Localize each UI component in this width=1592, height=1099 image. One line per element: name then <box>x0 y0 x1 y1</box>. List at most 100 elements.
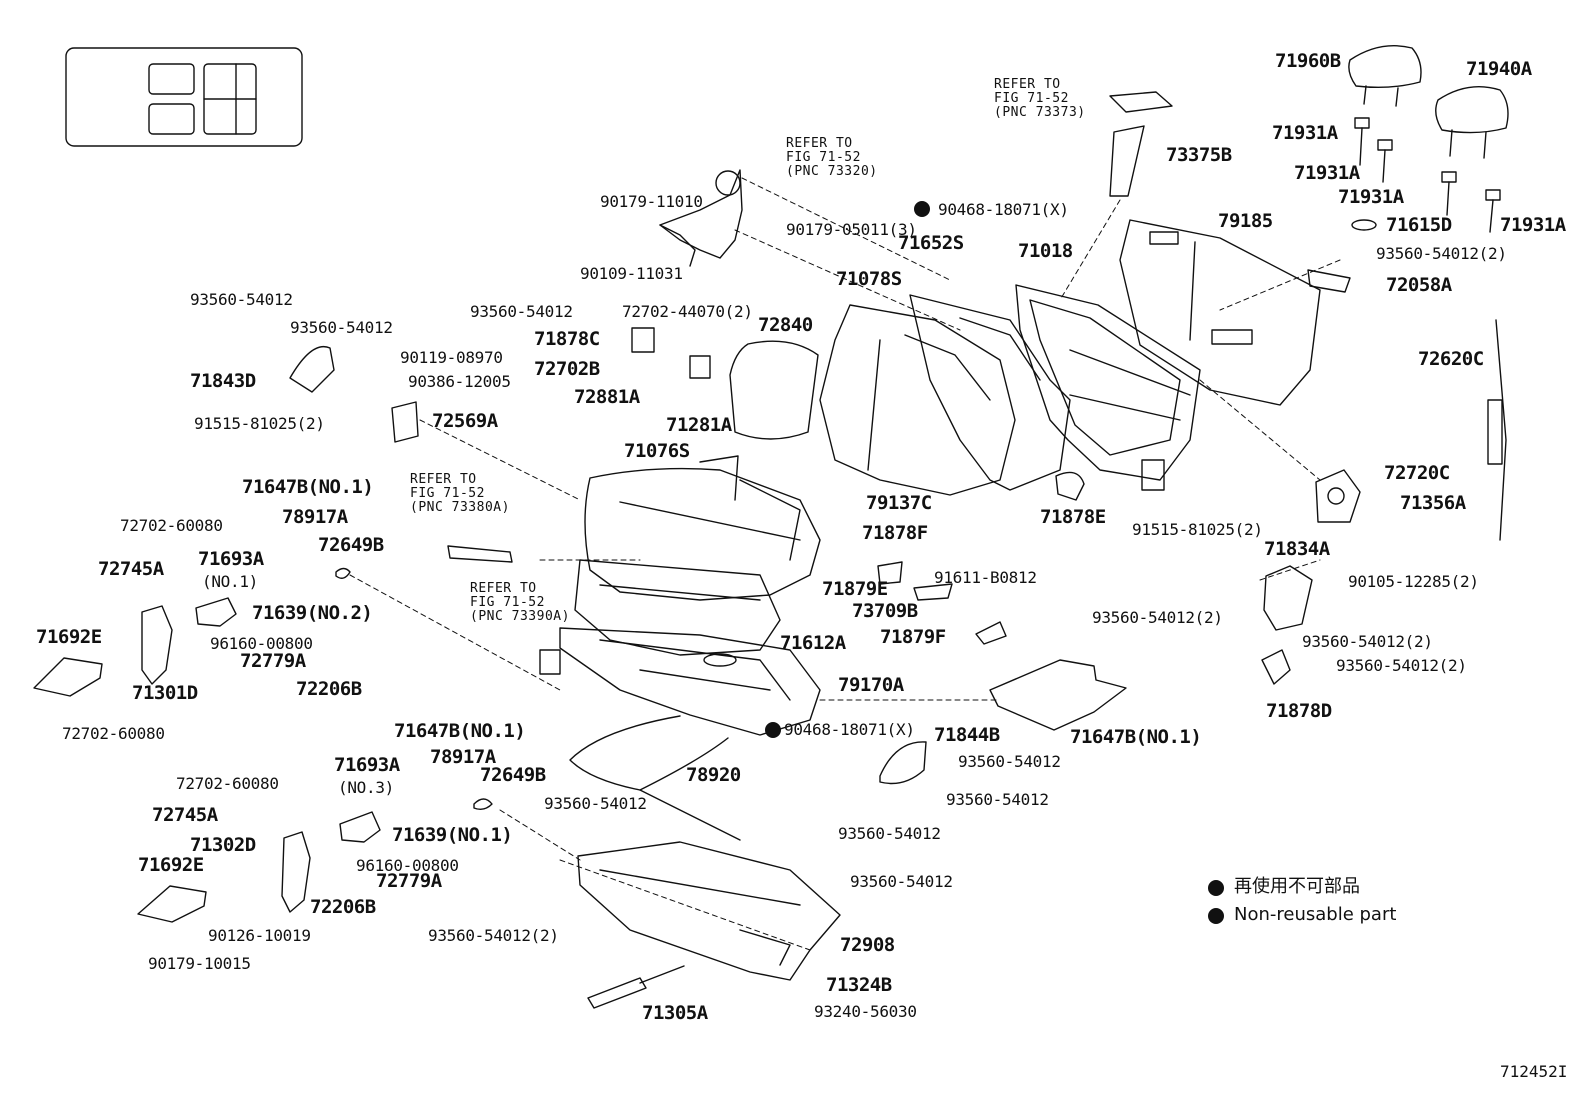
part-label[interactable]: 71076S <box>624 440 690 462</box>
part-label[interactable]: 72745A <box>152 804 218 826</box>
part-label[interactable]: 71356A <box>1400 492 1466 514</box>
part-label[interactable]: 71879F <box>880 626 946 648</box>
part-label[interactable]: 72702-60080 <box>120 516 223 535</box>
part-label[interactable]: 93560-54012 <box>190 290 293 309</box>
part-label[interactable]: 72702-44070(2) <box>622 302 753 321</box>
part-label[interactable]: 72702B <box>534 358 600 380</box>
part-label[interactable]: 72649B <box>480 764 546 786</box>
part-label[interactable]: 73709B <box>852 600 918 622</box>
part-label[interactable]: 91611-B0812 <box>934 568 1037 587</box>
part-label[interactable]: 71834A <box>1264 538 1330 560</box>
part-label[interactable]: (NO.1) <box>202 572 258 591</box>
part-label[interactable]: 93560-54012(2) <box>1092 608 1223 627</box>
part-label[interactable]: 91515-81025(2) <box>194 414 325 433</box>
part-label[interactable]: 71305A <box>642 1002 708 1024</box>
part-label[interactable]: 71647B(NO.1) <box>394 720 526 742</box>
part-label[interactable]: 72569A <box>432 410 498 432</box>
part-label[interactable]: 90126-10019 <box>208 926 311 945</box>
part-label[interactable]: 71940A <box>1466 58 1532 80</box>
part-label[interactable]: 93560-54012 <box>850 872 953 891</box>
part-label[interactable]: 72620C <box>1418 348 1484 370</box>
part-label[interactable]: 90468-18071(X) <box>938 200 1069 219</box>
part-label[interactable]: 93560-54012 <box>946 790 1049 809</box>
part-label[interactable]: 72720C <box>1384 462 1450 484</box>
part-label[interactable]: 71931A <box>1500 214 1566 236</box>
part-label[interactable]: 78917A <box>430 746 496 768</box>
part-label[interactable]: 73375B <box>1166 144 1232 166</box>
part-label[interactable]: 72702-60080 <box>176 774 279 793</box>
part-label[interactable]: (NO.3) <box>338 778 394 797</box>
part-label[interactable]: 90105-12285(2) <box>1348 572 1479 591</box>
part-label[interactable]: 71693A <box>334 754 400 776</box>
part-label[interactable]: 71647B(NO.1) <box>1070 726 1202 748</box>
part-label[interactable]: 93560-54012(2) <box>1336 656 1467 675</box>
part-label[interactable]: 71878E <box>1040 506 1106 528</box>
part-label[interactable]: 93560-54012(2) <box>1302 632 1433 651</box>
part-label[interactable]: 90179-05011(3) <box>786 220 917 239</box>
part-label[interactable]: 79170A <box>838 674 904 696</box>
part-label[interactable]: 79185 <box>1218 210 1273 232</box>
part-label[interactable]: 93560-54012 <box>838 824 941 843</box>
part-label[interactable]: 71844B <box>934 724 1000 746</box>
part-label[interactable]: 93560-54012 <box>470 302 573 321</box>
part-label[interactable]: 72881A <box>574 386 640 408</box>
part-label[interactable]: 71302D <box>190 834 256 856</box>
hinge-71302D <box>281 831 311 913</box>
part-label[interactable]: 72779A <box>376 870 442 892</box>
refer-block-belt: REFER TO FIG 71-52 (PNC 73320) <box>786 137 878 179</box>
part-label[interactable]: 72206B <box>310 896 376 918</box>
part-label[interactable]: 71647B(NO.1) <box>242 476 374 498</box>
part-label[interactable]: 96160-00800 <box>356 856 459 875</box>
part-label[interactable]: 72206B <box>296 678 362 700</box>
part-label[interactable]: 78920 <box>686 764 741 786</box>
part-label[interactable]: 71324B <box>826 974 892 996</box>
part-label[interactable]: 72649B <box>318 534 384 556</box>
part-label[interactable]: 71843D <box>190 370 256 392</box>
part-label[interactable]: 93560-54012 <box>958 752 1061 771</box>
part-label[interactable]: 71692E <box>36 626 102 648</box>
part-label[interactable]: 71931A <box>1272 122 1338 144</box>
part-label[interactable]: 71652S <box>898 232 964 254</box>
part-label[interactable]: 71639(NO.2) <box>252 602 373 624</box>
part-label[interactable]: 71931A <box>1338 186 1404 208</box>
part-label[interactable]: 71612A <box>780 632 846 654</box>
part-label[interactable]: 71931A <box>1294 162 1360 184</box>
pad-72840 <box>729 340 819 440</box>
part-label[interactable]: 90109-11031 <box>580 264 683 283</box>
part-label[interactable]: 96160-00800 <box>210 634 313 653</box>
part-label[interactable]: 72702-60080 <box>62 724 165 743</box>
part-label[interactable]: 71639(NO.1) <box>392 824 513 846</box>
part-label[interactable]: 90179-10015 <box>148 954 251 973</box>
part-label[interactable]: 72840 <box>758 314 813 336</box>
part-label[interactable]: 72779A <box>240 650 306 672</box>
part-label[interactable]: 93560-54012(2) <box>428 926 559 945</box>
part-label[interactable]: 71018 <box>1018 240 1073 262</box>
part-label[interactable]: 71078S <box>836 268 902 290</box>
part-label[interactable]: 90179-11010 <box>600 192 703 211</box>
part-label[interactable]: 91515-81025(2) <box>1132 520 1263 539</box>
part-label[interactable]: 93560-54012 <box>290 318 393 337</box>
part-label[interactable]: 71878F <box>862 522 928 544</box>
part-label[interactable]: 71879E <box>822 578 888 600</box>
part-label[interactable]: 90119-08970 <box>400 348 503 367</box>
part-label[interactable]: 93560-54012 <box>544 794 647 813</box>
part-label[interactable]: 71960B <box>1275 50 1341 72</box>
part-label[interactable]: 72908 <box>840 934 895 956</box>
part-label[interactable]: 78917A <box>282 506 348 528</box>
part-label[interactable]: 71615D <box>1386 214 1452 236</box>
part-label[interactable]: 93560-54012(2) <box>1376 244 1507 263</box>
part-label[interactable]: 71692E <box>138 854 204 876</box>
part-label[interactable]: 71878D <box>1266 700 1332 722</box>
part-label[interactable]: 71878C <box>534 328 600 350</box>
part-label[interactable]: 90468-18071(X) <box>784 720 915 739</box>
part-label[interactable]: 71301D <box>132 682 198 704</box>
part-label[interactable]: 90386-12005 <box>408 372 511 391</box>
refer-line: REFER TO <box>470 581 537 596</box>
part-label[interactable]: 79137C <box>866 492 932 514</box>
part-label[interactable]: 71281A <box>666 414 732 436</box>
part-label[interactable]: 72745A <box>98 558 164 580</box>
part-label[interactable]: 71693A <box>198 548 264 570</box>
part-label[interactable]: 93240-56030 <box>814 1002 917 1021</box>
cable-72620C <box>1487 319 1507 541</box>
part-label[interactable]: 72058A <box>1386 274 1452 296</box>
